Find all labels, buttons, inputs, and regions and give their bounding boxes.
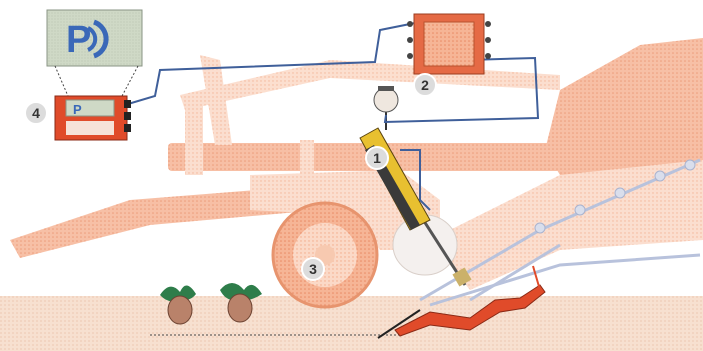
callout-1: 1	[366, 147, 388, 169]
accumulator	[374, 86, 398, 130]
callout-2-label: 2	[421, 77, 429, 93]
callout-4-label: 4	[32, 105, 40, 121]
post-left	[185, 95, 203, 175]
display-logo: P	[66, 19, 91, 61]
callout-4: 4	[25, 102, 47, 124]
lifter-rod	[533, 266, 540, 290]
callout-3: 3	[302, 258, 324, 280]
valve-block	[407, 14, 491, 74]
wheel	[273, 203, 377, 307]
ground	[0, 296, 703, 351]
control-box: P	[55, 96, 131, 140]
callout-3-label: 3	[309, 261, 317, 277]
svg-text:P: P	[73, 102, 82, 117]
machine-body-right	[545, 38, 703, 175]
callout-2: 2	[414, 74, 436, 96]
callout-1-label: 1	[373, 150, 381, 166]
display-panel: P	[47, 10, 142, 96]
